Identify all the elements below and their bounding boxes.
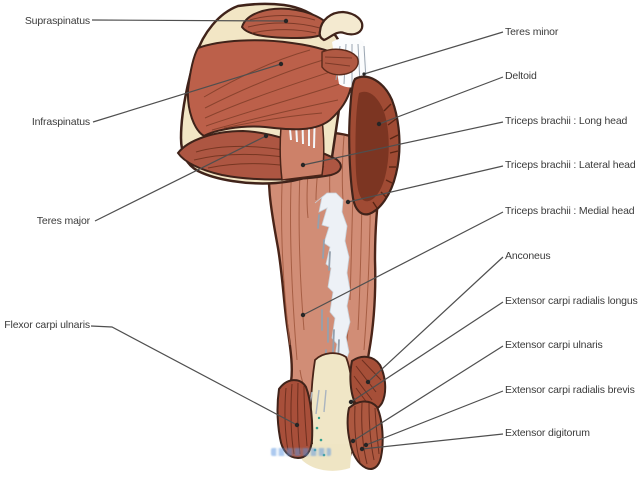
deltoid-muscle bbox=[348, 75, 401, 216]
leader-line-triceps-long-head bbox=[302, 121, 504, 166]
leader-line-anconeus bbox=[367, 256, 504, 383]
leader-line-deltoid bbox=[378, 76, 504, 125]
label-extensor-carpi-radialis-brevis: Extensor carpi radialis brevis bbox=[505, 384, 635, 396]
leader-line-teres-minor bbox=[363, 31, 504, 75]
label-extensor-carpi-radialis-longus: Extensor carpi radialis longus bbox=[505, 295, 638, 307]
leader-line-infraspinatus bbox=[92, 63, 282, 123]
supraspinatus-muscle bbox=[240, 7, 330, 40]
flexor-carpi-ulnaris-muscle bbox=[276, 379, 314, 460]
label-anconeus: Anconeus bbox=[505, 250, 551, 262]
label-triceps-long-head: Triceps brachii : Long head bbox=[505, 115, 628, 127]
pointer-dots bbox=[263, 18, 382, 452]
extensor-muscle-group bbox=[346, 400, 384, 470]
label-infraspinatus: Infraspinatus bbox=[31, 116, 90, 128]
leader-line-ext-carpi-radialis-brevis bbox=[365, 390, 504, 446]
label-teres-major: Teres major bbox=[36, 215, 90, 227]
leader-line-flexor-carpi-ulnaris bbox=[90, 325, 298, 426]
label-supraspinatus: Supraspinatus bbox=[24, 15, 90, 27]
label-deltoid: Deltoid bbox=[505, 70, 537, 82]
label-teres-minor: Teres minor bbox=[505, 26, 559, 38]
label-triceps-lateral-head: Triceps brachii : Lateral head bbox=[505, 159, 636, 171]
acromion-bone bbox=[318, 10, 364, 42]
leader-line-ext-carpi-radialis-longus bbox=[350, 301, 504, 403]
label-flexor-carpi-ulnaris: Flexor carpi ulnaris bbox=[4, 319, 90, 331]
scapula-region bbox=[176, 2, 370, 185]
illegible-watermark bbox=[271, 448, 331, 456]
leader-lines bbox=[90, 19, 504, 450]
label-extensor-carpi-ulnaris: Extensor carpi ulnaris bbox=[505, 339, 603, 351]
leader-line-ext-carpi-ulnaris bbox=[352, 345, 504, 442]
label-extensor-digitorum: Extensor digitorum bbox=[505, 427, 590, 439]
label-triceps-medial-head: Triceps brachii : Medial head bbox=[505, 205, 635, 217]
teres-minor-muscle bbox=[321, 48, 359, 76]
leader-line-ext-digitorum bbox=[361, 433, 504, 450]
leader-line-triceps-medial-head bbox=[302, 211, 504, 316]
leader-line-supraspinatus bbox=[91, 19, 287, 22]
leader-line-teres-major bbox=[94, 135, 267, 222]
leader-line-triceps-lateral-head bbox=[347, 165, 504, 203]
